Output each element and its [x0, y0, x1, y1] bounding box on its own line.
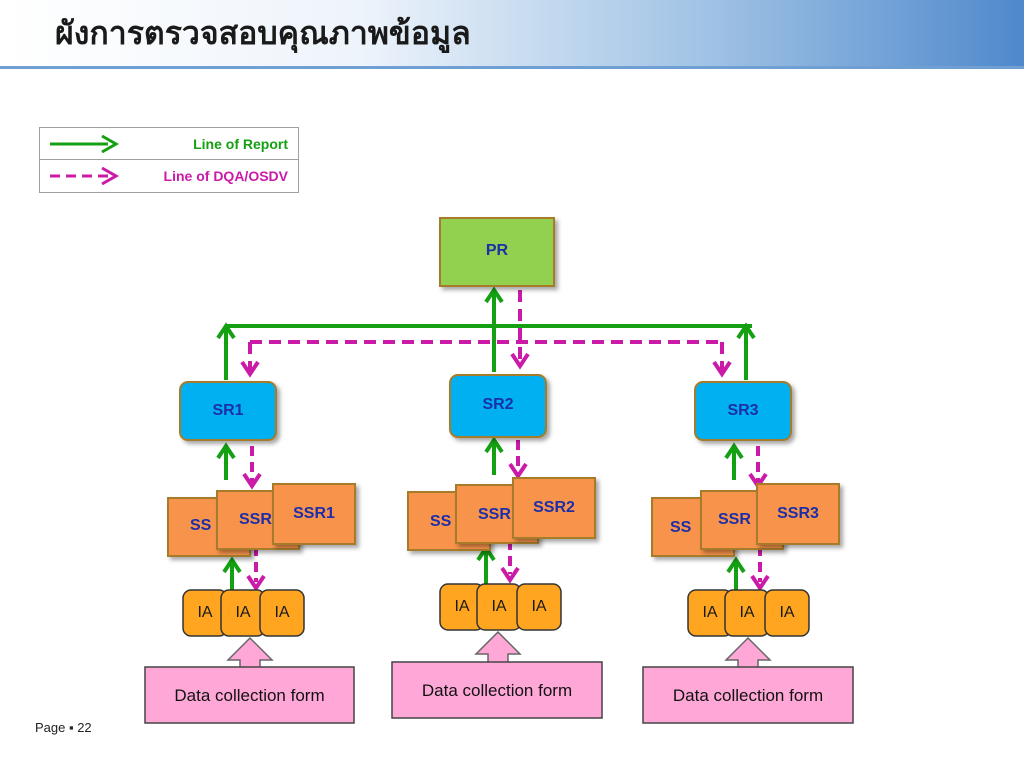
ia-label: IA [779, 604, 795, 621]
form-box-1 [144, 666, 355, 724]
ssr2-mid-label: SSR [478, 506, 511, 523]
form-box-2 [391, 661, 603, 719]
ssr2-back-label: SS [430, 513, 452, 530]
sr3-label: SR3 [727, 402, 759, 419]
sr2-box [449, 374, 547, 438]
sr1-box [179, 381, 277, 441]
dqa-lines [240, 290, 770, 592]
sr3-box [694, 381, 792, 441]
ssr1-back-label: SS [190, 517, 212, 534]
ia-label: IA [739, 604, 755, 621]
legend-divider [40, 159, 298, 160]
ia-group-3 [687, 589, 810, 637]
form-box-3 [642, 666, 854, 724]
legend-report-arrowhead [101, 134, 120, 154]
ia-label: IA [491, 598, 507, 615]
ia-label: IA [454, 598, 470, 615]
ssr3-back-label: SS [670, 519, 692, 536]
ia-label: IA [702, 604, 718, 621]
ssr-stack-2 [407, 477, 596, 551]
legend: Line of Report Line of DQA/OSDV [39, 127, 299, 193]
pr-label: PR [485, 242, 509, 259]
page-number: Page ▪ 22 [35, 720, 92, 735]
ssr3-front-label: SSR3 [777, 505, 819, 522]
ia-group-1 [182, 589, 305, 637]
slide-title: ผังการตรวจสอบคุณภาพข้อมูล [55, 14, 471, 52]
ia-label: IA [197, 604, 213, 621]
ssr1-front-label: SSR1 [293, 505, 335, 522]
legend-dqa-label: Line of DQA/OSDV [163, 168, 288, 184]
ssr-stack-3 [651, 483, 840, 557]
sr1-label: SR1 [212, 402, 244, 419]
form-label-1: Data collection form [174, 686, 325, 705]
legend-arrows [50, 134, 120, 186]
ia-group-2 [439, 583, 562, 631]
form-up-arrows [226, 630, 772, 669]
report-lines [216, 286, 756, 592]
sr2-label: SR2 [482, 396, 514, 413]
ssr3-mid-label: SSR [718, 511, 751, 528]
title-bar [0, 0, 1024, 66]
legend-report-label: Line of Report [193, 136, 288, 152]
form-label-3: Data collection form [672, 686, 824, 705]
form-label-2: Data collection form [421, 681, 573, 700]
title-bar-divider [0, 66, 1024, 69]
ia-label: IA [531, 598, 547, 615]
ia-label: IA [274, 604, 290, 621]
ssr-stack-1 [167, 483, 356, 557]
pr-box [439, 217, 555, 287]
ssr1-mid-label: SSR [239, 511, 272, 528]
legend-dqa-arrowhead [101, 166, 120, 186]
ia-label: IA [235, 604, 251, 621]
ssr2-front-label: SSR2 [533, 499, 575, 516]
